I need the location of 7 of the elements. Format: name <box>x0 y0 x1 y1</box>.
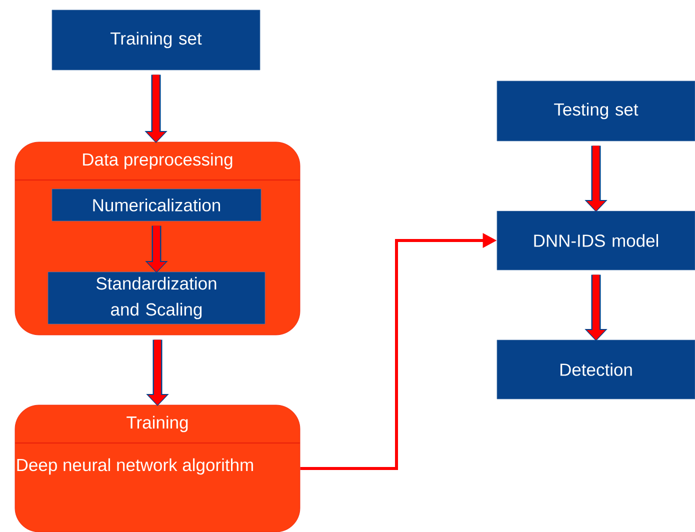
stage-box: Training Deep neural network algorithm <box>14 404 300 532</box>
process-box: DNN-IDS model <box>496 210 695 270</box>
process-box: Training set <box>52 10 260 70</box>
process-box: Testing set <box>496 80 695 142</box>
process-box: Standardization and Scaling <box>48 272 266 324</box>
process-box: Numericalization <box>52 188 262 222</box>
process-box: Detection <box>496 340 695 400</box>
